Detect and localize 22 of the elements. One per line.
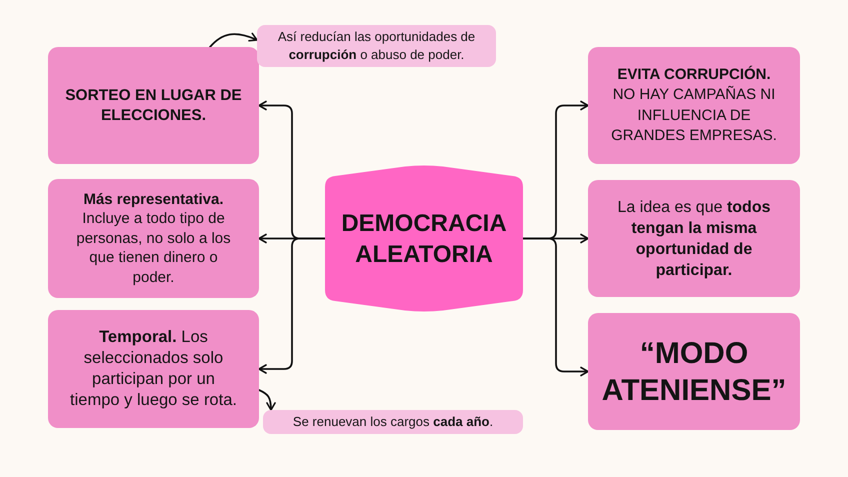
topic-box	[48, 310, 259, 428]
topic-text: La idea es que todos tengan la misma oportunidad de participar.	[616, 198, 772, 280]
central-title: DEMOCRACIA ALEATORIA	[340, 208, 508, 270]
topic-box	[588, 313, 800, 430]
topic-box	[588, 180, 800, 297]
topic-box	[48, 47, 259, 164]
topic-text: SORTEO EN LUGAR DE ELECCIONES.	[64, 86, 243, 126]
curved-arrow	[258, 389, 276, 411]
curved-arrow	[209, 32, 258, 48]
topic-text: Más representativa. Incluye a todo tipo de personas, no solo a los que tienen dinero o poder.	[75, 190, 232, 288]
note-box	[257, 25, 496, 67]
note-text: Así reducían las oportunidades de corrupción o abuso de poder.	[276, 28, 476, 64]
central-shape	[325, 165, 523, 312]
note-box	[263, 410, 523, 434]
note-text: Se renuevan los cargos cada año.	[292, 413, 494, 431]
topic-text: EVITA CORRUPCIÓN. NO HAY CAMPAÑAS NI INFLUENCIA DE GRANDES EMPRESAS.	[610, 64, 778, 146]
topic-box	[588, 47, 800, 164]
connector-arrow	[258, 238, 326, 374]
topic-text: “MODO ATENIENSE”	[600, 336, 788, 408]
topic-text: Temporal. Los seleccionados solo participan por un tiempo y luego se rota.	[69, 327, 238, 411]
topic-box	[48, 179, 259, 298]
connector-arrow	[522, 238, 589, 376]
